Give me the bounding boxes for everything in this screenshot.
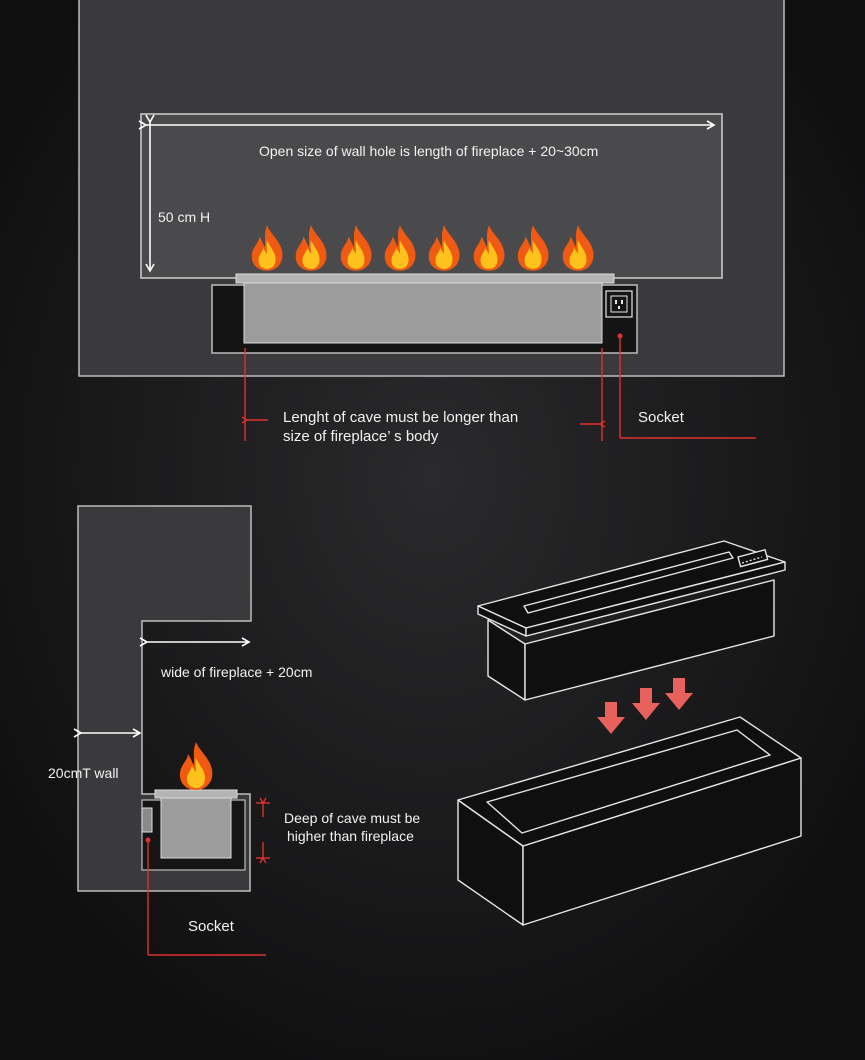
fireplace-body-front <box>243 282 603 344</box>
deep-cave-label-line1: Deep of cave must be <box>284 810 421 826</box>
socket-side-label: Socket <box>188 918 234 935</box>
height-label: 50 cm H <box>158 209 211 225</box>
socket-top-icon <box>605 290 633 318</box>
hole-size-label: Open size of wall hole is length of fire… <box>259 143 599 159</box>
cave-length-markers <box>241 348 606 441</box>
burner-insert <box>477 540 786 701</box>
wall-thickness-label: 20cmT wall <box>48 765 119 781</box>
cave-length-label-line2: size of fireplace’ s body <box>283 428 439 445</box>
fireplace-top-plate <box>235 273 615 284</box>
cave-box <box>457 716 802 926</box>
deep-cave-label-line2: higher than fireplace <box>287 828 414 844</box>
socket-top-leader <box>617 333 756 439</box>
wide-label: wide of fireplace + 20cm <box>161 664 313 680</box>
insert-down-arrows <box>597 678 693 734</box>
side-fireplace-body <box>160 797 232 859</box>
cave-length-label-line1: Lenght of cave must be longer than <box>283 409 519 426</box>
deep-cave-markers <box>256 797 270 864</box>
socket-top-label: Socket <box>638 409 684 426</box>
socket-side-icon <box>141 807 153 833</box>
side-fireplace-plate <box>154 789 238 799</box>
socket-side-leader <box>145 837 266 956</box>
